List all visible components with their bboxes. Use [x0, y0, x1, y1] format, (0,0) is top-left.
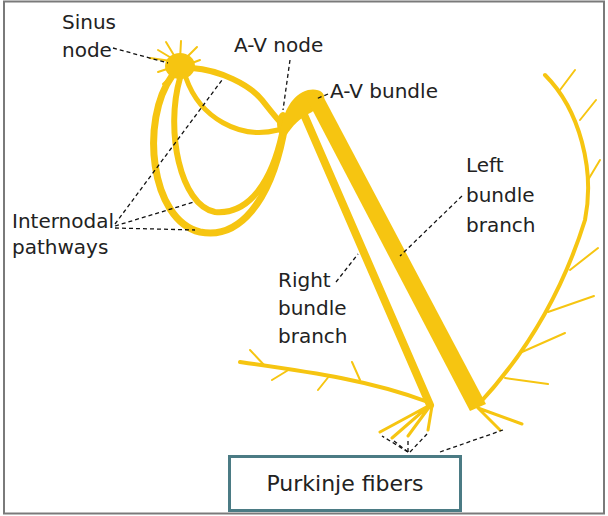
frame	[4, 2, 604, 514]
label-text: Left bundle branch	[466, 150, 536, 240]
leader-line	[440, 430, 503, 452]
label-box: Purkinje fibers	[228, 455, 462, 512]
leader-line	[336, 254, 358, 282]
part-label: A-V node	[234, 32, 323, 58]
part-label: Sinus node	[62, 8, 116, 64]
leader-line	[382, 436, 408, 452]
leader-line	[115, 228, 195, 230]
left-bundle-branch	[304, 94, 486, 411]
box-text: Purkinje fibers	[266, 471, 423, 496]
label-text: A-V node	[234, 32, 323, 58]
leader-line	[394, 441, 408, 452]
leader-line	[115, 80, 222, 224]
leader-line	[316, 94, 328, 99]
sinus-node-spikes	[150, 41, 200, 84]
internodal-pathway	[174, 78, 282, 212]
sinus-node	[165, 53, 195, 79]
label-text: Right bundle branch	[278, 266, 348, 350]
leader-line	[115, 202, 194, 226]
leader-line	[410, 434, 427, 452]
leader-line	[283, 60, 290, 110]
purkinje-branch	[250, 350, 360, 390]
part-label: Right bundle branch	[278, 266, 348, 350]
part-label: A-V bundle	[330, 78, 438, 104]
label-text: Sinus node	[62, 8, 116, 64]
label-text: Internodal pathways	[12, 208, 114, 260]
internodal-pathway	[192, 68, 282, 124]
right-bundle-branch	[302, 110, 430, 405]
purkinje-branch	[240, 362, 428, 402]
leader-line	[113, 48, 168, 63]
label-text: A-V bundle	[330, 78, 438, 104]
purkinje-fibers	[380, 405, 522, 438]
leader-line	[400, 196, 462, 256]
leader-line	[407, 440, 408, 452]
part-label: Left bundle branch	[466, 150, 536, 240]
part-label: Internodal pathways	[12, 208, 114, 260]
purkinje-branch	[478, 75, 588, 405]
